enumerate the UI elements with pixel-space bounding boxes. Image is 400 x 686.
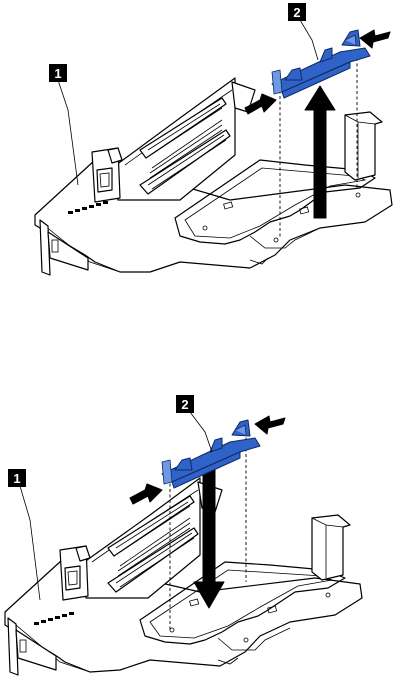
riser-base-plate xyxy=(35,160,392,272)
push-arrow-left xyxy=(130,484,162,504)
callout-label: 2 xyxy=(181,397,188,412)
figure-installation: 1 2 xyxy=(5,395,362,675)
push-arrow-right xyxy=(255,416,285,434)
standoff-post xyxy=(312,515,350,580)
callout-retention-bracket: 2 xyxy=(288,3,306,21)
standoff-post xyxy=(345,112,382,180)
tail-bracket xyxy=(8,618,18,675)
riser-card xyxy=(112,78,255,200)
callout-label: 1 xyxy=(54,66,61,81)
figure-removal: 1 2 xyxy=(35,3,392,275)
callout-label: 2 xyxy=(293,5,300,20)
callout-riser-card: 1 xyxy=(8,469,26,487)
callout-leader xyxy=(58,80,78,185)
connector-block xyxy=(60,546,90,600)
connector-block xyxy=(92,148,122,202)
callout-leader xyxy=(190,412,212,452)
tail-bracket xyxy=(40,220,50,275)
callout-riser-card: 1 xyxy=(49,64,67,82)
callout-retention-bracket: 2 xyxy=(176,395,194,413)
callout-label: 1 xyxy=(13,471,20,486)
callout-leader xyxy=(300,20,318,60)
push-arrow-right xyxy=(360,30,390,48)
